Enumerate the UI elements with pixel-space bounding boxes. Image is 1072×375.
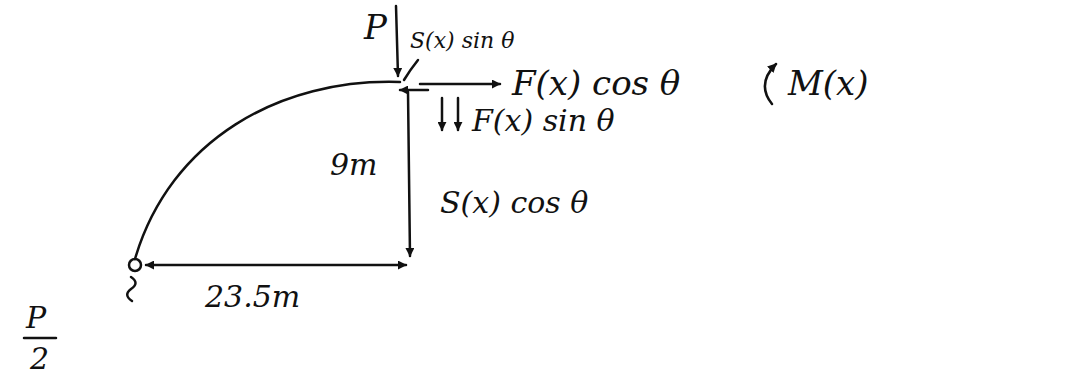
dimension-label: 9m [330,150,378,180]
dimension-line [146,264,406,267]
force-label: F(x) cos θ [512,66,680,100]
force-arrow [420,83,500,86]
force-label: F(x) sin θ [472,106,615,136]
arch-member [135,82,400,259]
force-arrow [400,89,428,92]
pin-support [129,259,141,271]
fraction-bar [24,337,56,340]
leader-line [404,60,418,80]
moment-label: M(x) [788,66,869,100]
force-label: S(x) sin θ [410,30,514,52]
moment-arrow [765,64,776,104]
dimension-line [408,92,410,256]
load-label: P [364,10,387,44]
reaction-label: P [26,303,46,333]
reaction-label: 2 [30,344,49,374]
load-arrow [396,6,398,76]
force-arrow [457,98,460,130]
force-label: S(x) cos θ [440,188,588,218]
dimension-label: 23.5m [205,282,300,312]
support-squiggle [127,277,135,301]
force-arrow [441,98,444,130]
